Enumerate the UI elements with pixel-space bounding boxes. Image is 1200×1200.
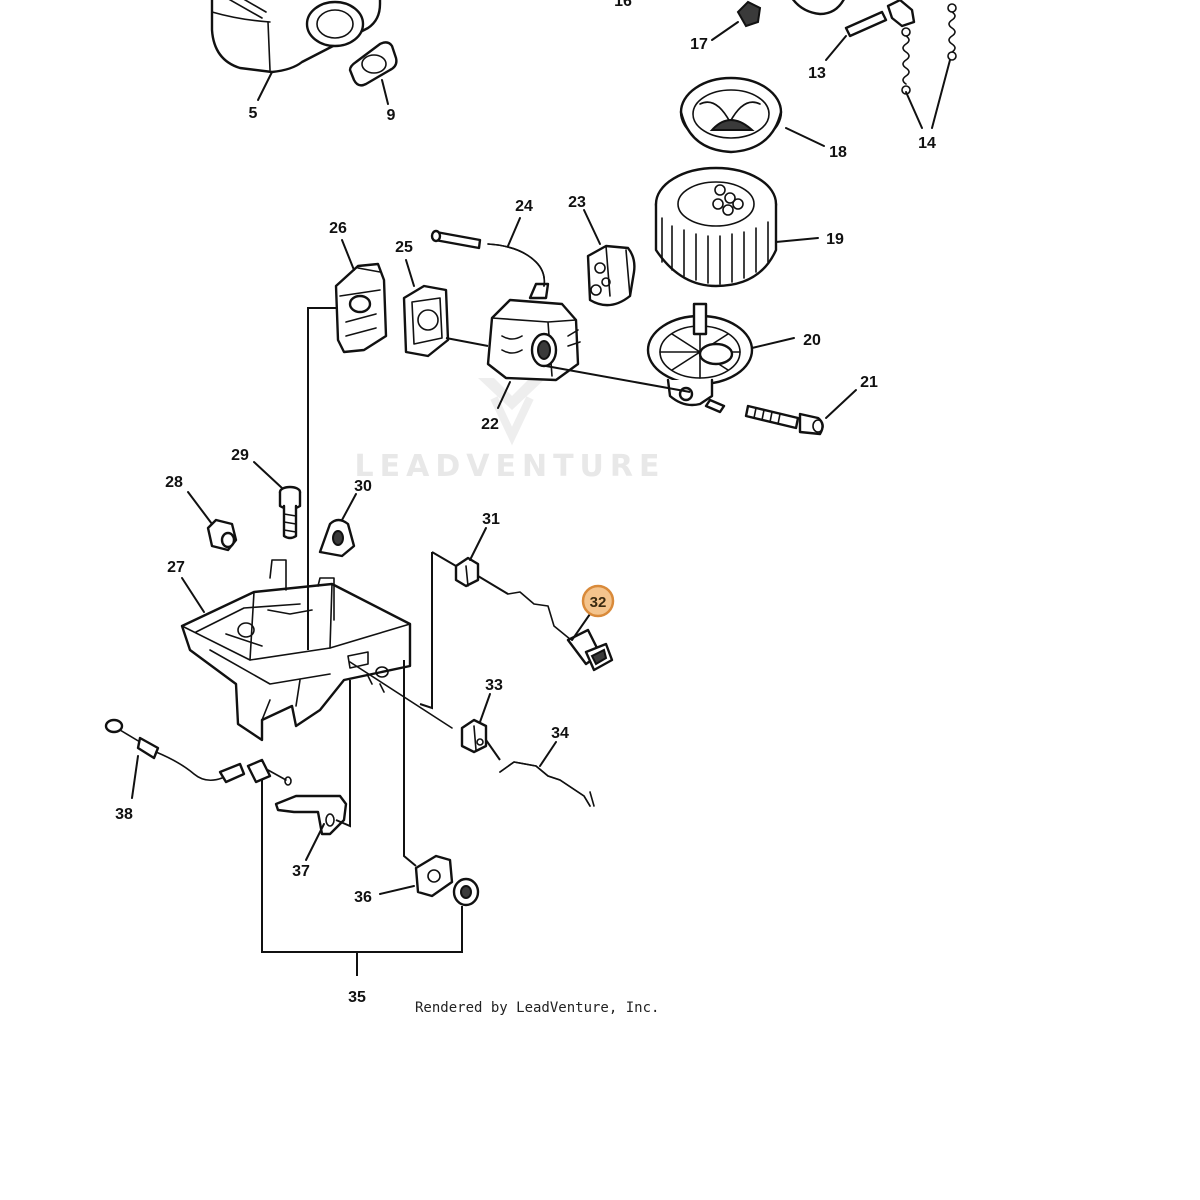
callout-35[interactable]: 35 [348,989,366,1006]
part-35-washer [452,877,480,907]
part-17 [736,0,762,28]
shaft-line [349,661,453,729]
callout-30[interactable]: 30 [354,478,372,495]
part-31-clip [454,556,480,588]
part-25-gasket [402,284,450,358]
part-16 [791,0,845,16]
reference-lines [261,307,691,976]
part-33-clip [460,718,488,754]
callout-28[interactable]: 28 [165,474,183,491]
part-38-ground-wire [104,718,292,786]
callout-31[interactable]: 31 [482,511,500,528]
callout-17[interactable]: 17 [690,36,708,53]
callout-29[interactable]: 29 [231,447,249,464]
part-13-pin [844,0,916,38]
part-19-air-filter [654,166,778,288]
part-37-bracket [274,794,348,836]
callout-25[interactable]: 25 [395,239,413,256]
part-24-fuel-line [430,229,546,287]
callout-20[interactable]: 20 [803,332,821,349]
callout-36[interactable]: 36 [354,889,372,906]
callout-33[interactable]: 33 [485,677,503,694]
part-32-choke-rod [507,591,614,672]
credit-text: Rendered by LeadVenture, Inc. [415,1000,659,1016]
highlight-circle [581,584,615,618]
part-26-plate [334,262,388,354]
callout-16[interactable]: 16 [614,0,632,10]
callout-37[interactable]: 37 [292,863,310,880]
part-21-screw [704,398,824,436]
callout-21[interactable]: 21 [860,374,878,391]
watermark-text: LEADVENTURE [355,449,666,484]
callout-13[interactable]: 13 [808,65,826,82]
callout-24[interactable]: 24 [515,198,533,215]
part-30-grommet [318,518,356,558]
callout-23[interactable]: 23 [568,194,586,211]
callout-22[interactable]: 22 [481,416,499,433]
callout-9[interactable]: 9 [387,107,396,124]
watermark: LEADVENTURE [355,378,666,484]
shaft-detail [367,675,385,693]
part-28-nut [206,518,238,552]
callout-27[interactable]: 27 [167,559,185,576]
callout-26[interactable]: 26 [329,220,347,237]
part-22-carburetor [486,282,581,382]
callout-14[interactable]: 14 [918,135,936,152]
part-27-housing [180,559,412,742]
callout-labels: 16 5 9 17 13 14 18 19 24 23 26 25 20 21 … [115,0,936,1006]
part-20-filter-base [646,302,754,407]
callout-18[interactable]: 18 [829,144,847,161]
part-5-muffler [210,0,382,74]
callout-5[interactable]: 5 [249,105,258,122]
part-36-gasket [414,854,454,898]
part-9-gasket [348,41,398,87]
leader-lines [131,21,951,895]
callout-32-highlight[interactable]: 32 [581,584,615,618]
part-18-filter-cover [679,76,783,154]
part-29-bolt [278,485,302,540]
callout-38[interactable]: 38 [115,806,133,823]
callout-19[interactable]: 19 [826,231,844,248]
part-34-rod [499,761,595,807]
callout-34[interactable]: 34 [551,725,569,742]
callout-32[interactable]: 32 [590,594,607,611]
part-23-grommet [586,244,636,307]
